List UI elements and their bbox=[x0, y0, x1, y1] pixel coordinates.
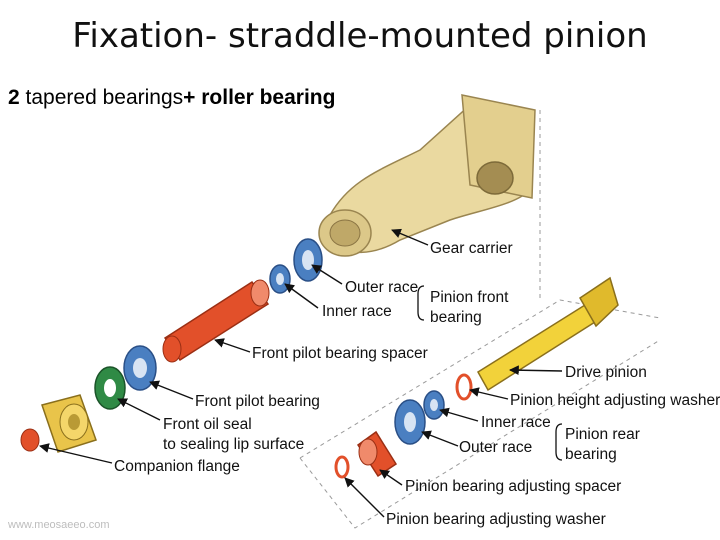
label-pinion-front-bearing-1: Pinion front bbox=[430, 289, 509, 306]
label-pinion-rear-bearing-2: bearing bbox=[565, 446, 617, 463]
watermark: www.meosaeeo.com bbox=[7, 519, 110, 531]
dashed-frame bbox=[299, 110, 661, 529]
slide-title: Fixation- straddle-mounted pinion bbox=[72, 16, 648, 56]
label-gear-carrier: Gear carrier bbox=[430, 240, 513, 257]
label-front-pilot-bearing: Front pilot bearing bbox=[195, 393, 320, 410]
label-front-pilot-bearing-spacer: Front pilot bearing spacer bbox=[252, 345, 428, 362]
label-front-oil-seal-1: Front oil seal bbox=[163, 416, 252, 433]
label-pinion-front-bearing-2: bearing bbox=[430, 309, 482, 326]
label-front-oil-seal-2: to sealing lip surface bbox=[163, 436, 304, 453]
label-inner-race-front: Inner race bbox=[322, 303, 392, 320]
gear-carrier bbox=[318, 94, 536, 257]
label-outer-race-rear: Outer race bbox=[459, 439, 532, 456]
label-outer-race-front: Outer race bbox=[345, 279, 418, 296]
pinion-bearing-adjusting-washer bbox=[334, 455, 350, 479]
label-inner-race-rear: Inner race bbox=[481, 414, 551, 431]
brackets bbox=[417, 285, 563, 461]
label-pinion-bearing-adjusting-washer: Pinion bearing adjusting washer bbox=[386, 511, 606, 528]
pinion-bearing-adjusting-spacer bbox=[356, 430, 398, 478]
pinion-rear-bearing bbox=[394, 390, 445, 445]
subtitle-count: 2 bbox=[8, 86, 20, 109]
pinion-height-adjusting-washer bbox=[455, 373, 473, 401]
companion-flange bbox=[20, 394, 97, 453]
front-oil-seal bbox=[94, 366, 126, 410]
slide-subtitle: 2 tapered bearings+ roller bearing bbox=[8, 86, 335, 110]
label-pinion-bearing-adjusting-spacer: Pinion bearing adjusting spacer bbox=[405, 478, 621, 495]
front-pilot-bearing-spacer bbox=[162, 279, 270, 363]
subtitle-tapered: tapered bearings bbox=[19, 86, 184, 109]
pointer-arrows bbox=[39, 228, 563, 518]
label-drive-pinion: Drive pinion bbox=[565, 364, 647, 381]
label-pinion-rear-bearing-1: Pinion rear bbox=[565, 426, 640, 443]
label-pinion-height-adjusting-washer: Pinion height adjusting washer bbox=[510, 392, 720, 409]
label-companion-flange: Companion flange bbox=[114, 458, 240, 475]
drive-pinion bbox=[476, 276, 619, 392]
subtitle-roller: + roller bearing bbox=[183, 86, 336, 109]
front-pilot-bearing bbox=[123, 345, 157, 391]
